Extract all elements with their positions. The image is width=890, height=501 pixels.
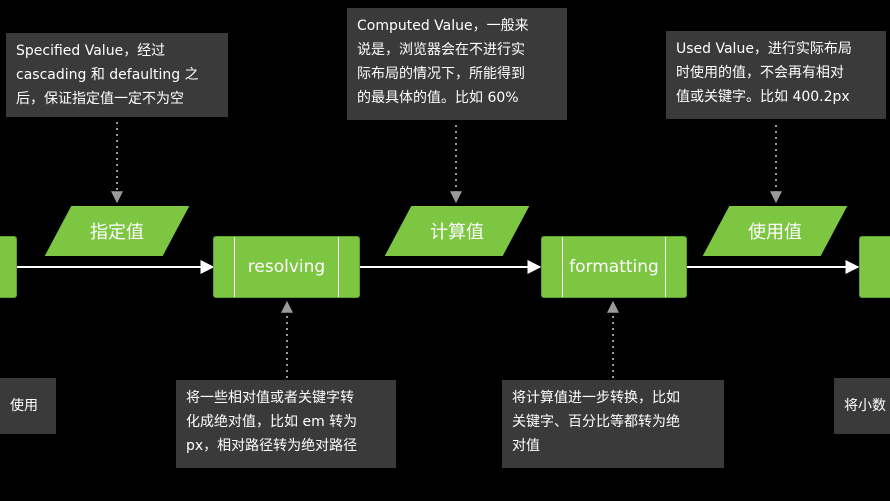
note-left-partial: 使用: [0, 378, 56, 434]
process-formatting-bar-right: [665, 237, 666, 297]
value-specified: 指定值: [44, 206, 190, 256]
process-formatting: formatting: [541, 236, 687, 298]
value-used: 使用值: [702, 206, 848, 256]
value-used-label: 使用值: [748, 222, 802, 243]
note-specified-value: Specified Value，经过 cascading 和 defaultin…: [6, 33, 228, 117]
note-used-value: Used Value，进行实际布局 时使用的值，不会再有相对 值或关键字。比如 …: [666, 31, 886, 119]
process-formatting-label: formatting: [569, 257, 659, 277]
value-specified-label: 指定值: [90, 222, 144, 243]
process-right-partial: [859, 236, 890, 298]
note-computed-value: Computed Value，一般来 说是，浏览器会在不进行实 际布局的情况下，…: [347, 8, 567, 120]
process-resolving: resolving: [213, 236, 360, 298]
process-left-partial: [0, 236, 17, 298]
process-formatting-bar-left: [562, 237, 563, 297]
process-resolving-bar-right: [338, 237, 339, 297]
process-resolving-bar-left: [234, 237, 235, 297]
note-right-partial: 将小数: [834, 378, 890, 434]
note-resolving-desc: 将一些相对值或者关键字转 化成绝对值，比如 em 转为 px，相对路径转为绝对路…: [176, 380, 396, 468]
process-resolving-label: resolving: [247, 257, 326, 277]
note-formatting-desc: 将计算值进一步转换，比如 关键字、百分比等都转为绝 对值: [502, 380, 724, 468]
value-computed: 计算值: [384, 206, 530, 256]
value-computed-label: 计算值: [430, 222, 484, 243]
